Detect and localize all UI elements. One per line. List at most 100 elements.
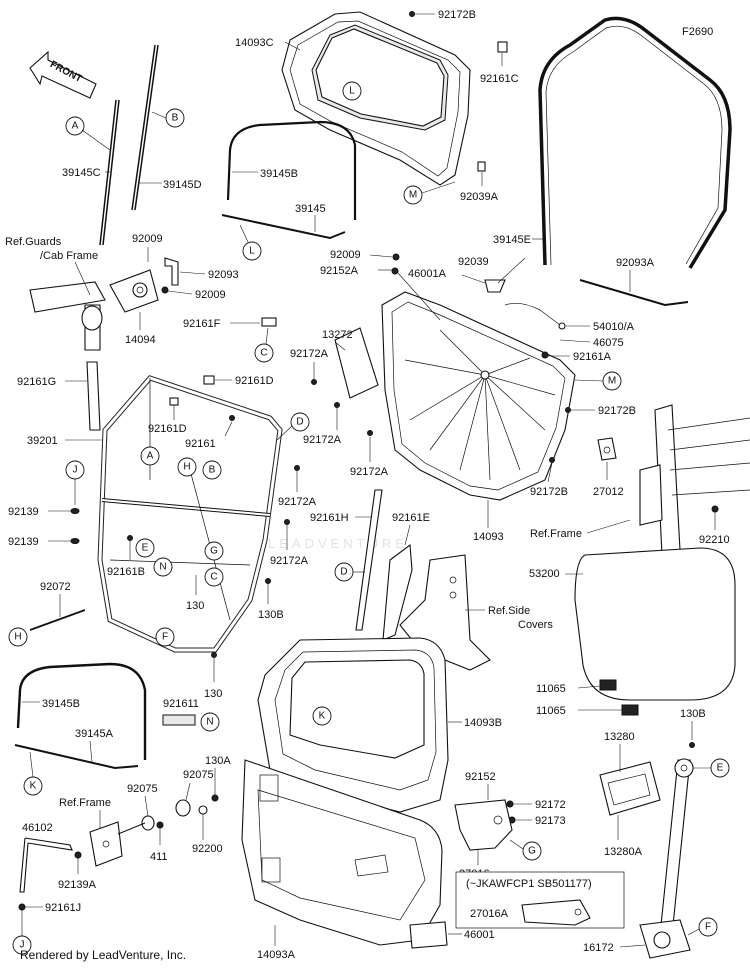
callout-D-top <box>290 412 310 432</box>
label-92161A: 92161A <box>573 351 612 363</box>
label-92093A: 92093A <box>616 257 655 269</box>
label-14093A: 14093A <box>257 949 296 961</box>
label-39145: 39145 <box>295 203 326 215</box>
label-130A: 130A <box>205 755 231 767</box>
pad-92161D-icon <box>203 375 215 385</box>
callout-F-reg <box>698 917 718 937</box>
callout-M-top <box>403 185 423 205</box>
trim-92161E <box>382 543 413 641</box>
svg-text:C: C <box>260 348 267 359</box>
label-13280A: 13280A <box>604 846 643 858</box>
label-92075-1: 92075 <box>183 769 214 781</box>
svg-text:F: F <box>162 632 168 643</box>
svg-text:H: H <box>14 632 21 643</box>
label-92210: 92210 <box>699 534 730 546</box>
callout-C-top <box>254 343 274 363</box>
handle-46001-icon <box>409 921 448 949</box>
seal-strip-39145D <box>131 44 159 211</box>
label-39145B-bottom: 39145B <box>42 698 80 710</box>
ref-guards-label: Ref.Guards <box>5 236 62 248</box>
label-92172A-4: 92172A <box>278 496 317 508</box>
svg-text:A: A <box>72 121 79 132</box>
label-92161H: 92161H <box>310 512 349 524</box>
callout-C-frame <box>204 567 224 587</box>
cable-54010A <box>504 303 561 326</box>
label-130B-2: 130B <box>680 708 706 720</box>
label-27012: 27012 <box>593 486 624 498</box>
label-14093: 14093 <box>473 531 504 543</box>
label-92072: 92072 <box>40 581 71 593</box>
label-92161C: 92161C <box>480 73 519 85</box>
callout-B-frame <box>202 460 222 480</box>
callout-H-frame <box>177 457 197 477</box>
label-39201: 39201 <box>27 435 58 447</box>
seal-arch-39145B-bottom <box>16 662 147 760</box>
seal-strip-92093A <box>579 279 689 307</box>
bushing-92075-icon <box>175 799 191 817</box>
callout-L-mid <box>242 241 262 261</box>
label-92009-c: 92009 <box>330 249 361 261</box>
svg-text:N: N <box>159 562 166 573</box>
label-92039A: 92039A <box>460 191 499 203</box>
window-53200 <box>574 547 736 701</box>
pad-92161F-icon <box>261 317 277 327</box>
label-11065-1: 11065 <box>536 683 566 695</box>
label-54010A: 54010/A <box>593 321 635 333</box>
label-92093: 92093 <box>208 269 239 281</box>
figure-id: F2690 <box>682 26 713 38</box>
label-46102: 46102 <box>22 822 53 834</box>
svg-text:B: B <box>172 113 179 124</box>
serial-note: (~JKAWFCP1 SB501177) <box>466 878 592 890</box>
svg-text:G: G <box>528 846 536 857</box>
label-53200: 53200 <box>529 568 560 580</box>
ref-side-label: Ref.Side <box>488 605 530 617</box>
label-92161B: 92161B <box>107 566 145 578</box>
label-27016A: 27016A <box>470 908 509 920</box>
hinge-27012 <box>597 437 617 461</box>
label-13280: 13280 <box>604 731 635 743</box>
callout-H-left <box>8 627 28 647</box>
pad-11065-a-icon <box>599 679 617 691</box>
trim-strip-92161H <box>355 489 383 631</box>
label-92173: 92173 <box>535 815 566 827</box>
label-921611: 921611 <box>163 698 199 710</box>
label-14093C: 14093C <box>235 37 274 49</box>
cab-frame-tube <box>29 281 106 351</box>
label-46001: 46001 <box>464 929 495 941</box>
callout-F-frame <box>155 627 175 647</box>
bolt-icon <box>497 41 508 53</box>
svg-text:H: H <box>183 462 190 473</box>
label-92172B-2: 92172B <box>598 405 636 417</box>
label-92172A-5: 92172A <box>270 555 309 567</box>
callout-E-frame <box>135 538 155 558</box>
label-92161: 92161 <box>185 438 216 450</box>
label-130-2: 130 <box>204 688 222 700</box>
label-92039: 92039 <box>458 256 489 268</box>
ref-cab-frame-label: /Cab Frame <box>40 250 98 262</box>
label-92172A-1: 92172A <box>290 348 329 360</box>
pin-92093 <box>164 257 179 286</box>
label-46001A: 46001A <box>408 268 447 280</box>
callout-L-top <box>342 81 362 101</box>
regulator-plate-13280 <box>599 761 661 816</box>
label-92139-1: 92139 <box>8 506 39 518</box>
label-92161D-2: 92161D <box>148 423 187 435</box>
seal-arch-39145B-top <box>226 120 357 220</box>
latch-27016A <box>521 899 591 926</box>
svg-text:K: K <box>30 781 37 792</box>
lower-door-skin-14093A <box>241 759 443 946</box>
rod-46102 <box>19 837 73 893</box>
callout-A-frame <box>140 446 160 466</box>
label-92161J: 92161J <box>45 902 81 914</box>
label-14094: 14094 <box>125 334 156 346</box>
striker-bracket <box>89 821 146 867</box>
pad-11065-b-icon <box>621 704 639 716</box>
svg-text:B: B <box>209 465 216 476</box>
label-92172A-3: 92172A <box>350 466 389 478</box>
label-92075-2: 92075 <box>127 783 158 795</box>
callout-N-bottom <box>200 712 220 732</box>
upper-door-panel-14093C <box>281 11 471 186</box>
label-92161E: 92161E <box>392 512 430 524</box>
upper-door-frame-14093 <box>381 291 576 501</box>
